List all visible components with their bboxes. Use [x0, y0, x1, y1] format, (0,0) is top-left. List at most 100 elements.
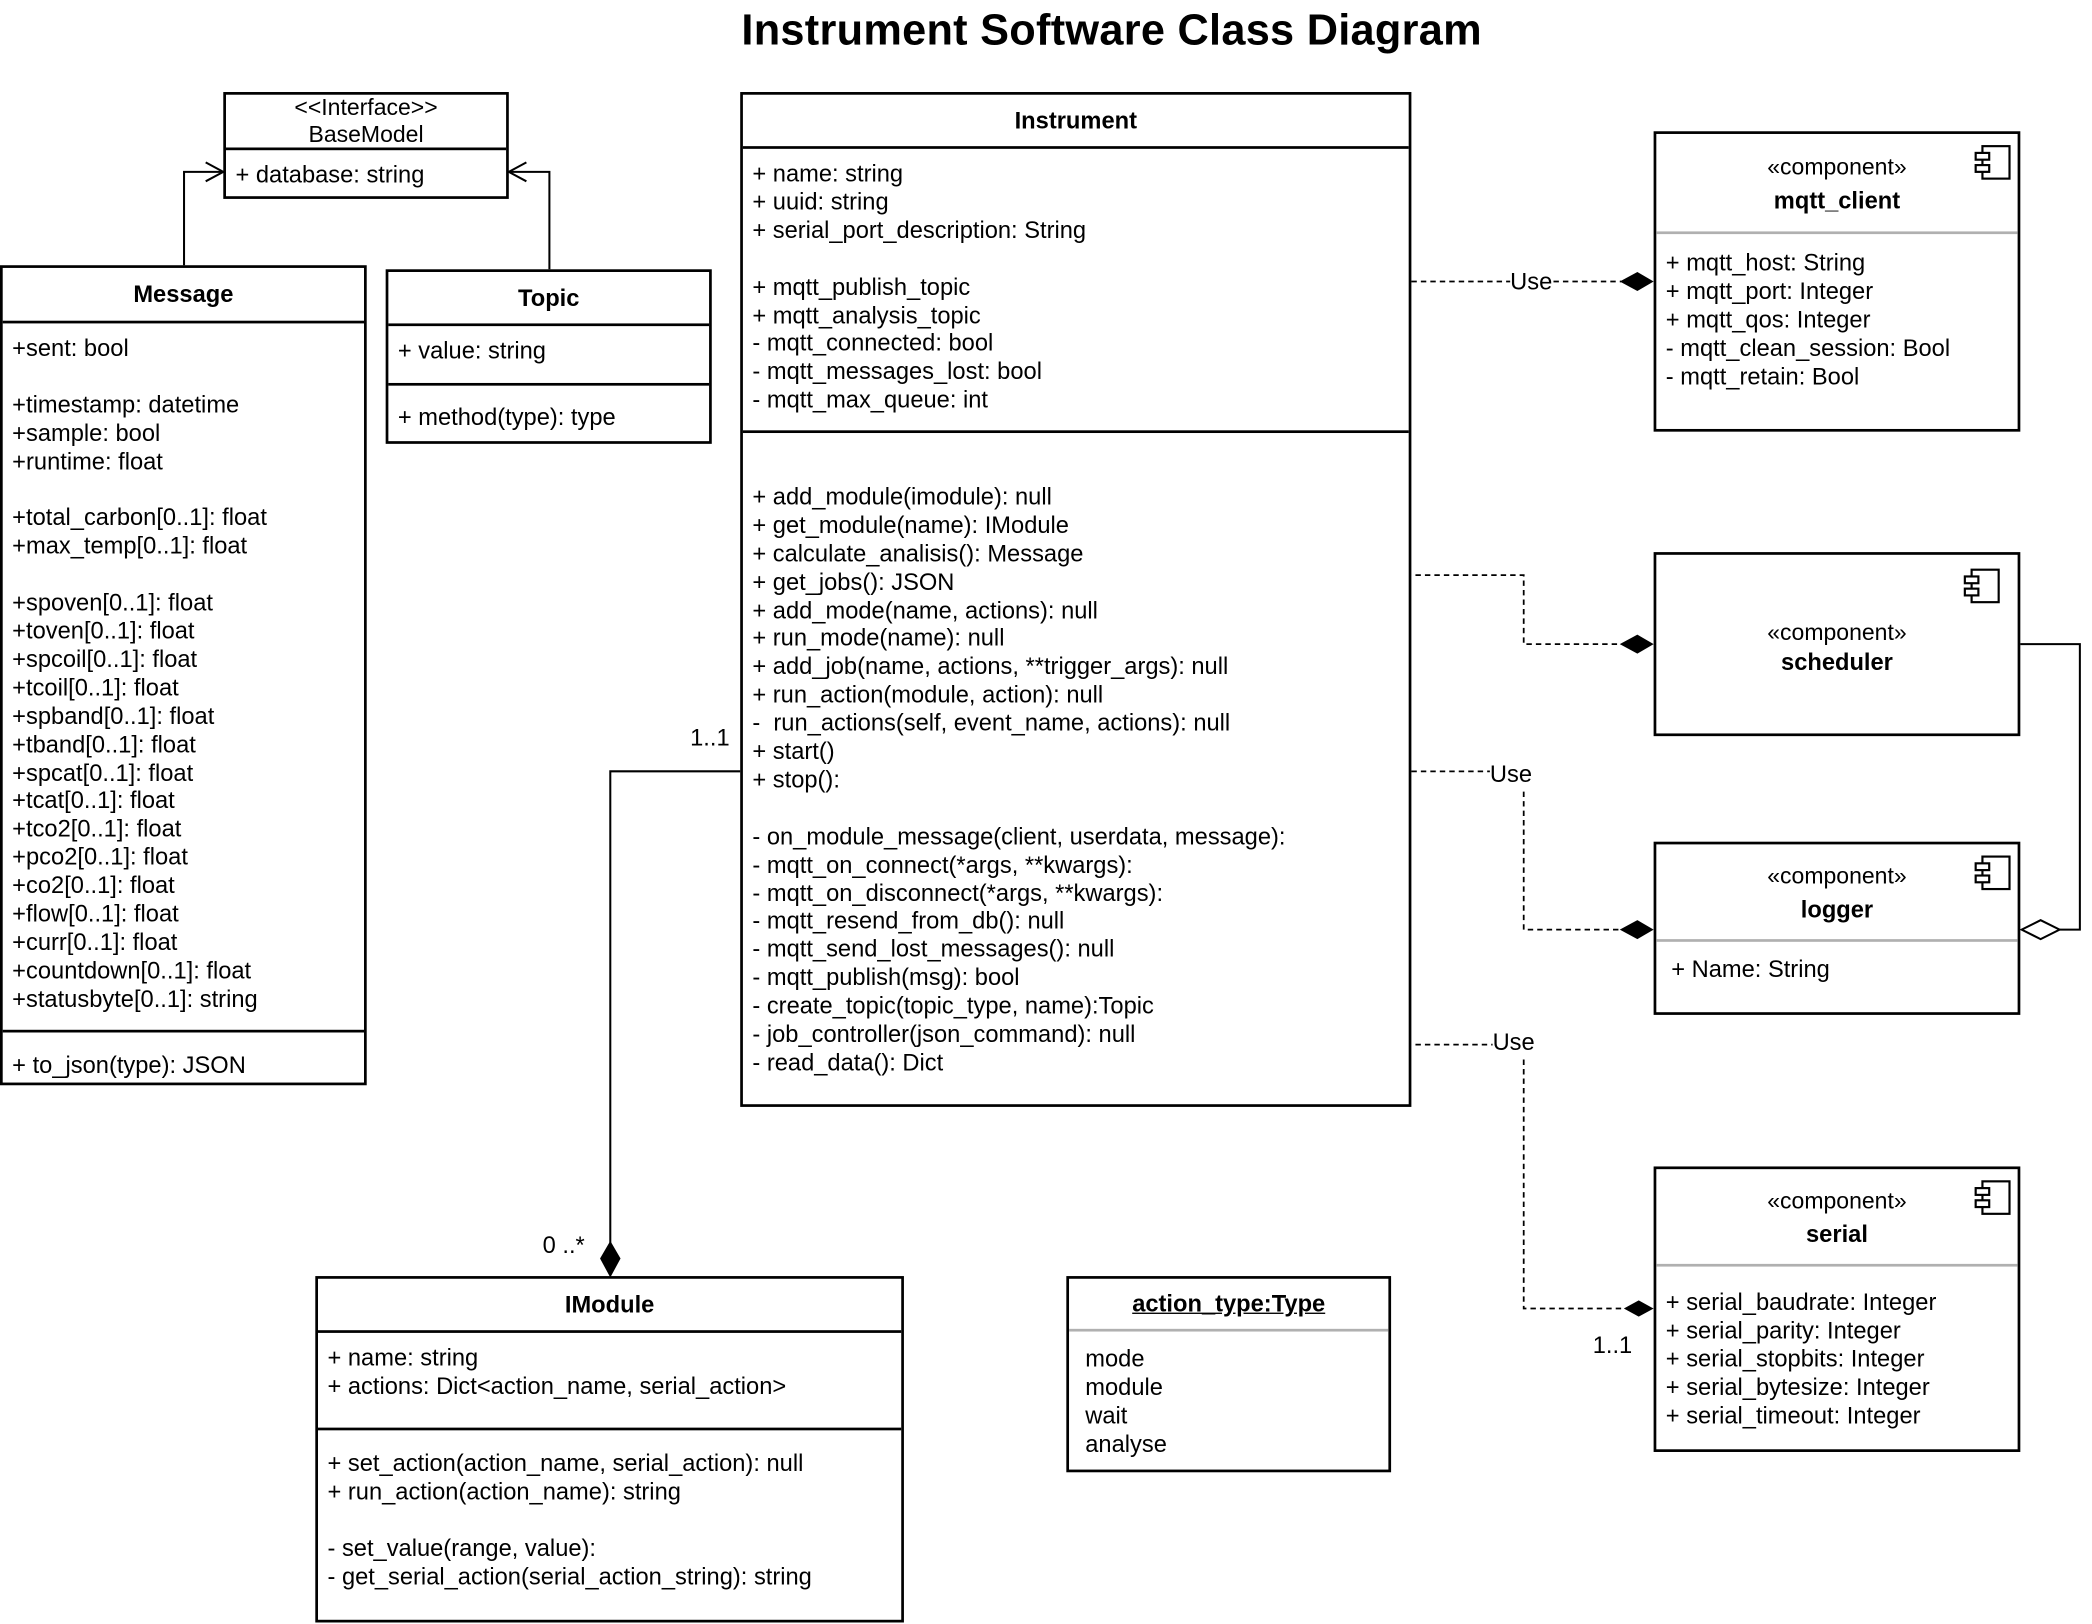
method: + set_action(action_name, serial_action)…: [327, 1449, 804, 1477]
method: + start(): [752, 737, 835, 765]
attribute: + serial_stopbits: Integer: [1665, 1344, 1925, 1372]
attribute: +statusbyte[0..1]: string: [12, 984, 258, 1012]
class-action-type: action_type:Type mode module wait analys…: [1066, 1276, 1392, 1473]
scheduler-stereotype: «component»: [1767, 619, 1907, 645]
component-icon: [1974, 145, 2011, 180]
attribute: + serial_bytesize: Integer: [1665, 1373, 1930, 1401]
multiplicity-instrument: 1..1: [690, 723, 730, 752]
basemodel-header: <<Interface>> BaseModel: [226, 94, 506, 148]
component-serial: «component» serial + serial_baudrate: In…: [1653, 1166, 2021, 1452]
attribute: + serial_timeout: Integer: [1665, 1401, 1921, 1429]
attribute: +countdown[0..1]: float: [12, 956, 252, 984]
component-mqtt-client: «component» mqtt_client + mqtt_host: Str…: [1653, 131, 2021, 432]
attribute: + mqtt_port: Integer: [1665, 277, 1874, 305]
method: - mqtt_send_lost_messages(): null: [752, 935, 1115, 963]
diagram-title: Instrument Software Class Diagram: [741, 5, 1482, 55]
serial-attributes: + serial_baudrate: Integer + serial_pari…: [1656, 1263, 2018, 1430]
action-type-values: mode module wait analyse: [1069, 1328, 1389, 1458]
attribute: +tcoil[0..1]: float: [12, 673, 179, 701]
multiplicity-serial: 1..1: [1592, 1331, 1633, 1359]
logger-name: logger: [1800, 895, 1874, 923]
action-type-name: action_type:Type: [1132, 1289, 1326, 1317]
attribute: + serial_port_description: String: [752, 216, 1087, 244]
component-icon: [1974, 1180, 2011, 1215]
attribute: +tband[0..1]: float: [12, 730, 196, 758]
component-icon: [1963, 568, 2000, 604]
method: + get_jobs(): JSON: [752, 567, 955, 595]
topic-attributes: + value: string: [388, 323, 710, 383]
attribute: +spcoil[0..1]: float: [12, 645, 198, 673]
filled-diamond-icon: [1619, 920, 1654, 940]
enum-value: wait: [1085, 1401, 1128, 1429]
attribute: + database: string: [235, 161, 425, 189]
attribute: +curr[0..1]: float: [12, 928, 178, 956]
method: - mqtt_publish(msg): bool: [752, 963, 1020, 991]
component-logger: «component» logger + Name: String: [1653, 841, 2021, 1015]
use-instrument-logger: [1411, 770, 1622, 931]
link-instrument-scheduler: [1415, 574, 1622, 646]
attribute: - mqtt_retain: Bool: [1665, 362, 1860, 390]
method: + add_mode(name, actions): null: [752, 596, 1098, 624]
class-imodule: IModule + name: string + actions: Dict<a…: [315, 1276, 904, 1623]
method: - run_actions(self, event_name, actions)…: [752, 709, 1231, 737]
method: - job_controller(json_command): null: [752, 1020, 1136, 1048]
generalization-message-basemodel: [183, 170, 224, 266]
attribute: +timestamp: datetime: [12, 390, 240, 418]
message-methods: + to_json(type): JSON: [2, 1029, 365, 1080]
imodule-name: IModule: [564, 1290, 655, 1318]
composition-instrument-imodule: [609, 770, 741, 1245]
method: - on_module_message(client, userdata, me…: [752, 822, 1286, 850]
attribute: +toven[0..1]: float: [12, 617, 195, 645]
attribute: - mqtt_clean_session: Bool: [1665, 333, 1951, 361]
mqtt-client-stereotype: «component»: [1767, 154, 1907, 180]
attribute: + mqtt_publish_topic: [752, 272, 971, 300]
method: + calculate_analisis(): Message: [752, 539, 1084, 567]
open-arrow-icon: [506, 161, 527, 183]
message-name: Message: [133, 280, 234, 308]
component-scheduler: «component» scheduler: [1653, 552, 2021, 737]
enum-value: module: [1085, 1373, 1163, 1401]
attribute: +total_carbon[0..1]: float: [12, 503, 267, 532]
serial-name: serial: [1806, 1220, 1868, 1248]
class-instrument: Instrument + name: string + uuid: string…: [740, 92, 1412, 1107]
class-basemodel: <<Interface>> BaseModel + database: stri…: [223, 92, 509, 199]
method: + add_job(name, actions, **trigger_args)…: [752, 652, 1229, 680]
basemodel-stereotype: <<Interface>>: [294, 94, 438, 120]
use-instrument-serial: [1415, 1043, 1624, 1310]
attribute: - mqtt_connected: bool: [752, 329, 994, 357]
method: - set_value(range, value):: [327, 1534, 597, 1562]
hollow-diamond-icon: [2019, 919, 2062, 941]
serial-header: «component» serial: [1656, 1169, 2017, 1264]
method: + stop():: [752, 765, 840, 793]
use-label-serial: Use: [1492, 1028, 1535, 1056]
method: + run_action(module, action): null: [752, 680, 1104, 709]
mqtt-client-name: mqtt_client: [1773, 186, 1901, 214]
use-label-mqtt: Use: [1510, 267, 1553, 295]
enum-value: mode: [1085, 1345, 1145, 1373]
topic-header: Topic: [388, 272, 709, 323]
generalization-topic-basemodel: [508, 170, 551, 270]
attribute: + mqtt_host: String: [1665, 248, 1866, 277]
logger-stereotype: «component»: [1767, 863, 1907, 890]
imodule-methods: + set_action(action_name, serial_action)…: [318, 1427, 902, 1591]
attribute: +runtime: float: [12, 447, 163, 475]
class-topic: Topic + value: string + method(type): ty…: [385, 269, 712, 444]
attribute: + mqtt_qos: Integer: [1665, 305, 1871, 333]
attribute: +spband[0..1]: float: [12, 701, 215, 730]
method: + to_json(type): JSON: [12, 1051, 246, 1079]
attribute: + actions: Dict<action_name, serial_acti…: [327, 1372, 787, 1400]
scheduler-name: scheduler: [1781, 647, 1893, 675]
attribute: + serial_baudrate: Integer: [1665, 1288, 1937, 1316]
attribute: +spoven[0..1]: float: [12, 588, 213, 616]
component-icon: [1974, 855, 2011, 891]
scheduler-header: «component» scheduler: [1656, 555, 2017, 734]
instrument-header: Instrument: [743, 95, 1409, 146]
instrument-name: Instrument: [1014, 106, 1137, 134]
method: + run_mode(name): null: [752, 624, 1005, 652]
method: + get_module(name): IModule: [752, 511, 1069, 539]
attribute: +spcat[0..1]: float: [12, 758, 194, 786]
attribute: + value: string: [397, 336, 546, 365]
action-type-header: action_type:Type: [1069, 1279, 1388, 1329]
attribute: +pco2[0..1]: float: [12, 843, 188, 871]
